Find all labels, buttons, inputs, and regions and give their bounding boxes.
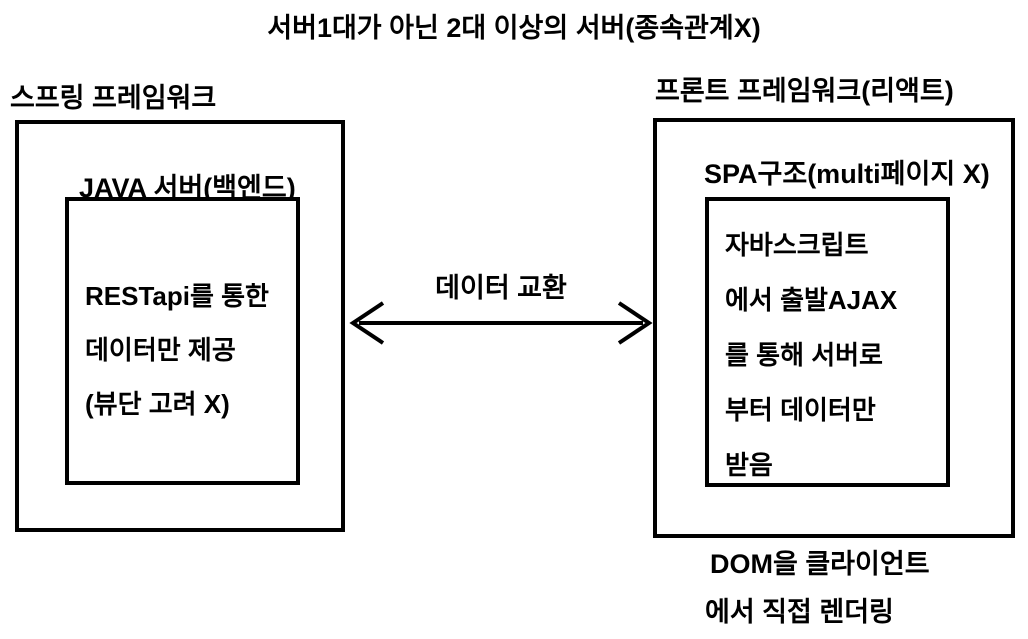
right-inner-box [705, 197, 950, 487]
right-inner-line: 를 통해 서버로 [725, 340, 883, 370]
diagram-title: 서버1대가 아닌 2대 이상의 서버(종속관계X) [267, 13, 761, 43]
right-inner-text: 자바스크립트 에서 출발AJAX 를 통해 서버로 부터 데이터만 받음 [725, 225, 897, 500]
right-section-label: 프론트 프레임워크(리액트) [655, 76, 954, 106]
left-inner-line: (뷰단 고려 X) [85, 389, 230, 419]
left-inner-line: RESTapi를 통한 [85, 281, 269, 311]
right-footer-line: DOM을 클라이언트 [710, 549, 930, 579]
left-inner-text: RESTapi를 통한 데이터만 제공 (뷰단 고려 X) [85, 276, 269, 438]
right-inner-line: 부터 데이터만 [725, 395, 876, 425]
arrow-label: 데이터 교환 [435, 273, 567, 303]
right-box-title: SPA구조(multi페이지 X) [700, 158, 994, 191]
double-arrow-icon [345, 295, 657, 351]
left-inner-line: 데이터만 제공 [85, 335, 236, 365]
right-footer-line: 에서 직접 렌더링 [705, 597, 894, 627]
right-inner-line: 자바스크립트 [725, 230, 869, 260]
right-inner-line: 받음 [725, 450, 773, 480]
left-inner-box [65, 197, 300, 485]
right-inner-line: 에서 출발AJAX [725, 285, 898, 315]
left-section-label: 스프링 프레임워크 [10, 83, 217, 113]
